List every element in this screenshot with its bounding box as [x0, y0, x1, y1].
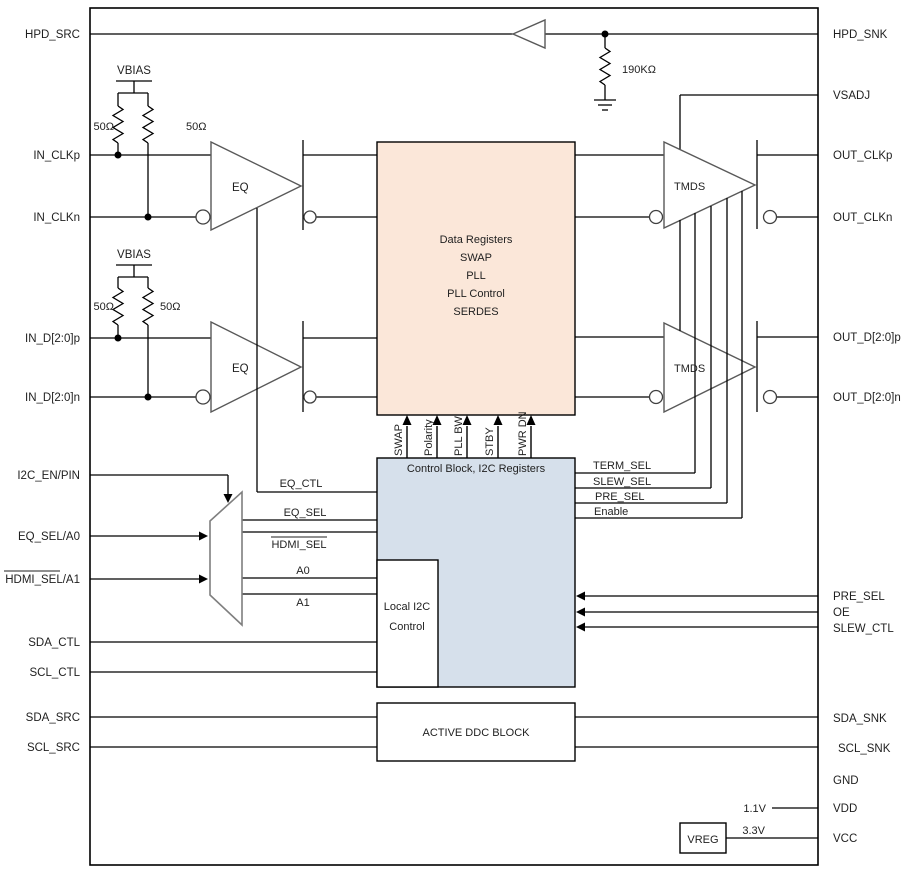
eq1-triangle: [210, 140, 303, 232]
control-block-title: Control Block, I2C Registers: [407, 463, 546, 475]
pin-scl-ctl: SCL_CTL: [30, 667, 81, 679]
r50-2-label: 50Ω: [186, 121, 206, 133]
chip-outline: [89, 7, 819, 866]
pin-sda-ctl: SDA_CTL: [28, 637, 80, 649]
data-registers-line1: Data Registers: [440, 234, 513, 246]
local-i2c-line1: Local I2C: [384, 601, 431, 613]
vertical-signal-labels: SWAP Polarity PLL BW STBY PWR DN: [393, 411, 529, 456]
pin-scl-snk: SCL_SNK: [838, 743, 891, 755]
vbias2-label: VBIAS: [117, 249, 151, 261]
control-rails: [256, 191, 743, 518]
pin-in-dp: IN_D[2:0]p: [25, 333, 80, 345]
sig-pre-sel: PRE_SEL: [595, 491, 645, 503]
v33-label: 3.3V: [742, 825, 765, 837]
amplifiers: [210, 18, 757, 414]
eq2-triangle: [210, 320, 303, 414]
data-registers-line4: PLL Control: [447, 288, 505, 300]
pin-mode-mux: [209, 490, 243, 627]
ddc-label: ACTIVE DDC BLOCK: [423, 727, 531, 739]
pin-scl-src: SCL_SRC: [27, 742, 80, 754]
sig-eq-sel: EQ_SEL: [284, 507, 327, 519]
local-i2c-block: [376, 559, 439, 688]
sig-pll-bw: PLL BW: [453, 415, 465, 456]
pin-hpd-src: HPD_SRC: [25, 29, 80, 41]
junction-dots: [114, 30, 609, 401]
pin-eq-sel-a0: EQ_SEL/A0: [18, 531, 80, 543]
pin-vdd: VDD: [833, 803, 857, 815]
v11-label: 1.1V: [743, 803, 766, 815]
wires: [90, 33, 818, 839]
pin-vcc: VCC: [833, 833, 857, 845]
ddc-block: [376, 702, 576, 762]
pin-out-dn: OUT_D[2:0]n: [833, 392, 901, 404]
pin-vsadj: VSADJ: [833, 90, 870, 102]
pin-out-dp: OUT_D[2:0]p: [833, 332, 901, 344]
pin-sda-snk: SDA_SNK: [833, 713, 887, 725]
vreg-block: [679, 822, 727, 854]
tmds1-label: TMDS: [674, 181, 705, 193]
pin-oe: OE: [833, 607, 850, 619]
sig-swap: SWAP: [393, 424, 405, 456]
output-plates: [302, 140, 758, 412]
pin-pre-sel: PRE_SEL: [833, 591, 885, 603]
r190k-label: 190KΩ: [622, 64, 656, 76]
data-registers-line2: SWAP: [460, 252, 492, 264]
hpd-buffer-triangle: [511, 18, 546, 50]
pin-sda-src: SDA_SRC: [26, 712, 80, 724]
pin-slew-ctl: SLEW_CTL: [833, 623, 894, 635]
pin-gnd: GND: [833, 775, 859, 787]
eq2-label: EQ: [232, 363, 249, 375]
data-registers-text: Data Registers SWAP PLL PLL Control SERD…: [440, 234, 513, 318]
sig-polarity: Polarity: [423, 419, 435, 456]
sig-a0: A0: [296, 565, 309, 577]
r50-1-label: 50Ω: [94, 121, 114, 133]
tmds1-triangle: [663, 140, 757, 230]
sig-stby: STBY: [484, 427, 496, 456]
sig-eq-ctl: EQ_CTL: [280, 478, 323, 490]
sig-hdmi-sel: HDMI_SEL: [271, 539, 326, 551]
pin-i2c-en: I2C_EN/PIN: [17, 470, 80, 482]
local-i2c-line2: Control: [389, 621, 424, 633]
sig-term-sel: TERM_SEL: [593, 460, 651, 472]
pin-in-dn: IN_D[2:0]n: [25, 392, 80, 404]
pin-out-clkp: OUT_CLKp: [833, 150, 892, 162]
left-pin-labels: HPD_SRC IN_CLKp IN_CLKn IN_D[2:0]p IN_D[…: [5, 29, 80, 754]
data-registers-line3: PLL: [466, 270, 486, 282]
inverter-bubbles: [195, 209, 778, 405]
pin-in-clkp: IN_CLKp: [33, 150, 80, 162]
r50-4-label: 50Ω: [160, 301, 180, 313]
r50-3-label: 50Ω: [94, 301, 114, 313]
pin-out-clkn: OUT_CLKn: [833, 212, 892, 224]
sig-enable: Enable: [594, 506, 628, 518]
sig-a1: A1: [296, 597, 309, 609]
right-pin-labels: HPD_SNK VSADJ OUT_CLKp OUT_CLKn OUT_D[2:…: [833, 29, 901, 845]
tmds2-triangle: [663, 321, 757, 414]
tmds2-label: TMDS: [674, 363, 705, 375]
pin-hdmi-sel-a1: HDMI_SEL/A1: [5, 574, 80, 586]
vreg-label: VREG: [687, 834, 718, 846]
overlines: [4, 536, 327, 572]
sig-pwr-dn: PWR DN: [517, 411, 529, 456]
sig-slew-sel: SLEW_SEL: [593, 476, 651, 488]
vbias1-label: VBIAS: [117, 65, 151, 77]
pin-hpd-snk: HPD_SNK: [833, 29, 888, 41]
data-registers-line5: SERDES: [453, 306, 498, 318]
pin-in-clkn: IN_CLKn: [33, 212, 80, 224]
arrowheads: [199, 415, 585, 632]
eq1-label: EQ: [232, 182, 249, 194]
data-registers-block: [376, 141, 576, 416]
